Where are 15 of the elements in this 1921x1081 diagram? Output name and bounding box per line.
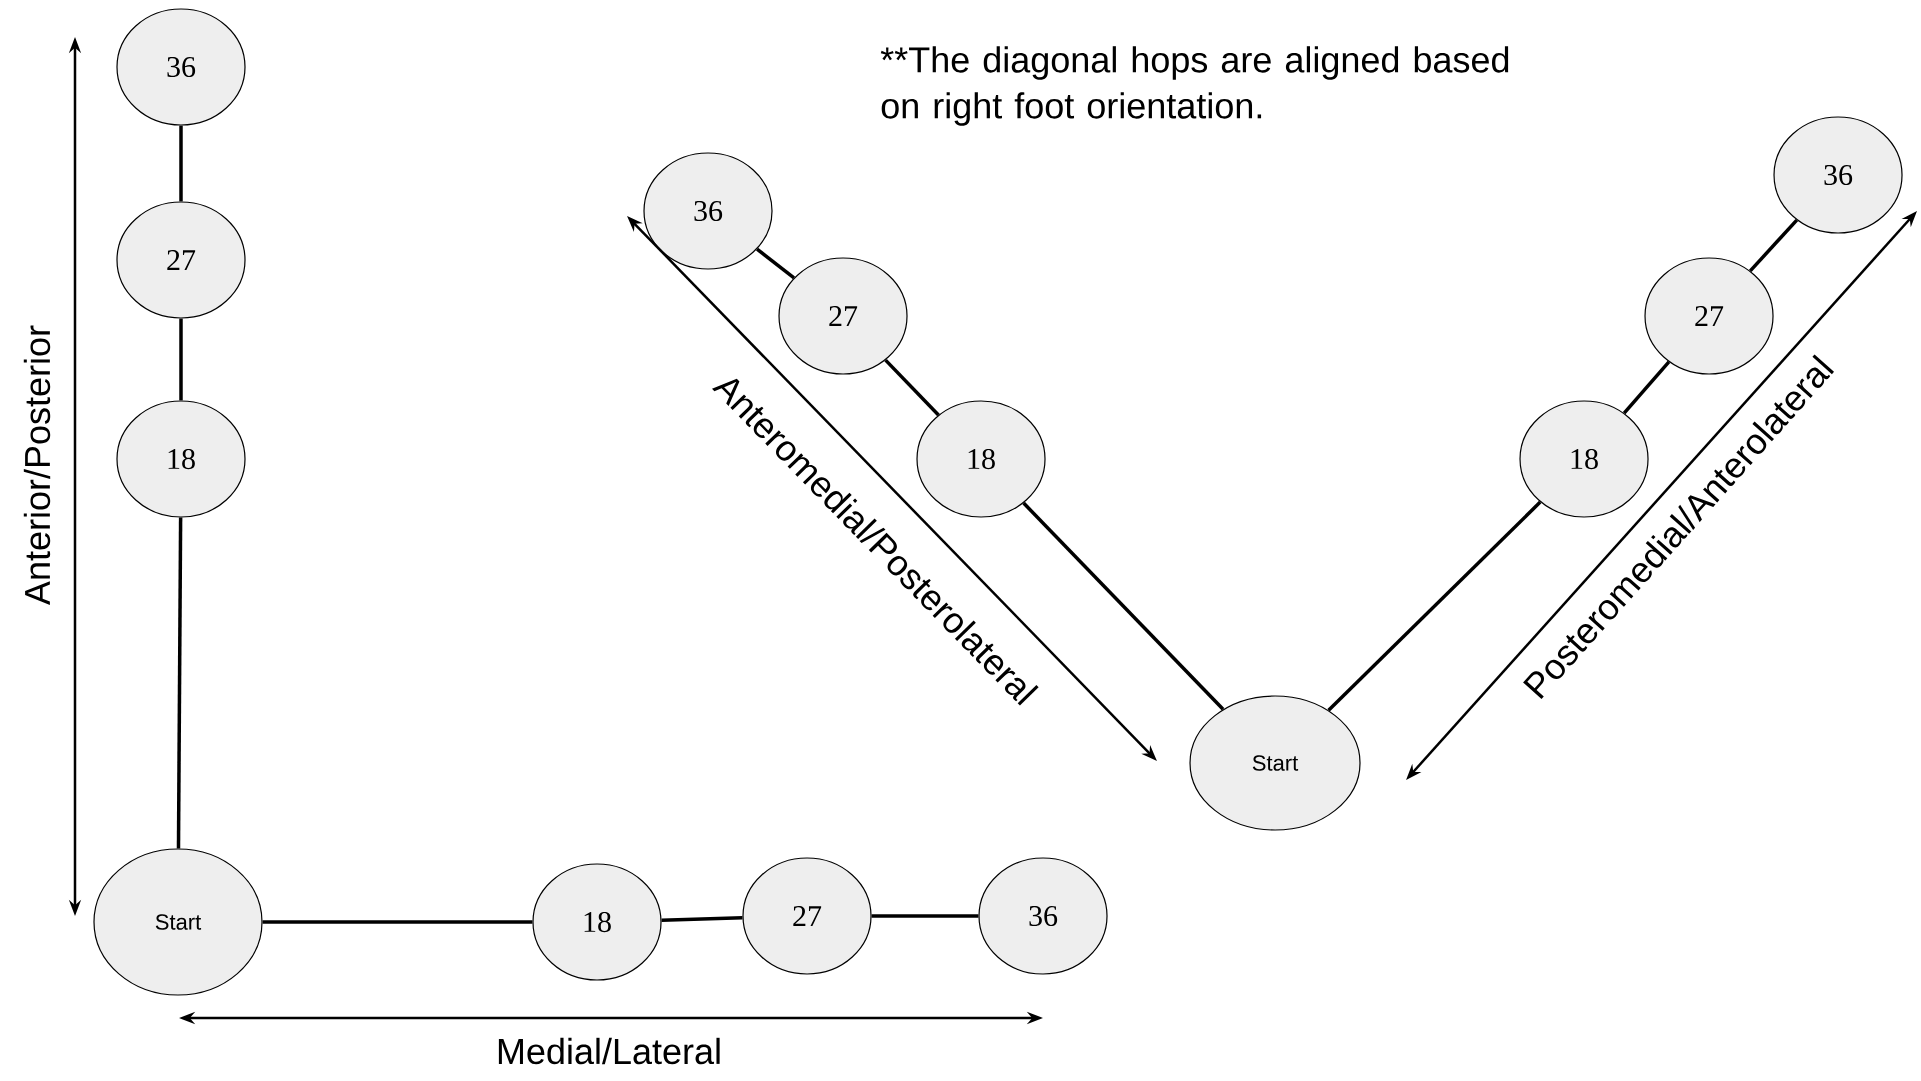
connector-line — [1622, 360, 1671, 415]
connector-line — [179, 125, 183, 202]
connector-line — [755, 247, 796, 280]
note-text: **The diagonal hops are aligned based on right foot orientation. — [880, 46, 1509, 126]
connector-line — [176, 517, 183, 849]
connector-line — [262, 920, 533, 924]
connector-line — [1327, 500, 1542, 712]
axis-label: Medial/Lateral — [498, 1037, 720, 1065]
connector-line — [871, 914, 979, 918]
connector-line — [661, 916, 743, 922]
axis-label: Anterior/Posterior — [23, 325, 51, 605]
connector-line — [1022, 501, 1225, 711]
connector-line — [1749, 218, 1799, 273]
connector-line — [179, 318, 183, 401]
connector-line — [884, 358, 940, 417]
